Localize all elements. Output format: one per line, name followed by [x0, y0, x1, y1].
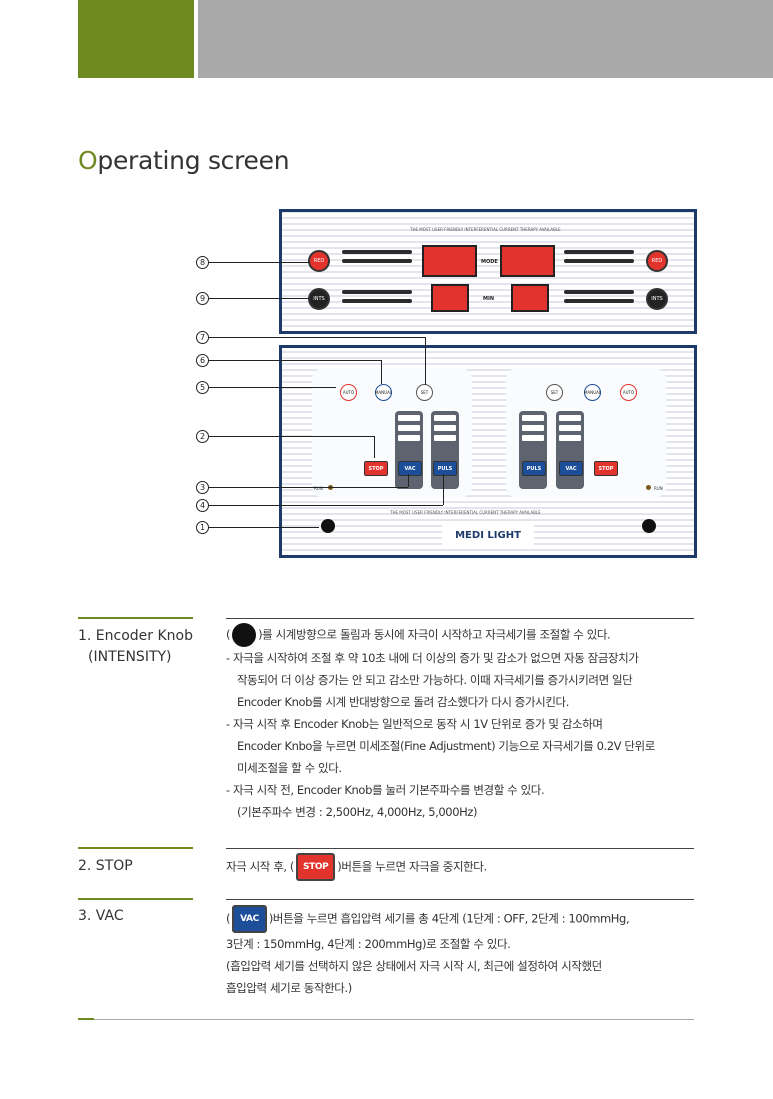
callout-1: 1	[196, 521, 209, 534]
term-stop: 2. STOP	[78, 858, 133, 874]
bottom-tagline: THE MOST USER FRIENDLY INTERFERENTIAL CU…	[390, 510, 541, 515]
vac-button-icon: VAC	[232, 905, 267, 933]
run-label-left: RUN	[314, 486, 323, 491]
puls-button-right: PULS	[522, 461, 546, 476]
brand-label: MEDI LIGHT	[442, 521, 534, 549]
run-led-right	[646, 485, 651, 490]
term-vac: 3. VAC	[78, 908, 124, 924]
footer-gray-rule	[94, 1019, 694, 1020]
leader-3-vertical	[408, 474, 409, 487]
vac-button-right: VAC	[559, 461, 583, 476]
rule-item1-left	[78, 617, 193, 619]
display-right-mode	[500, 245, 555, 277]
leader-2	[209, 436, 374, 437]
mode-label: MODE	[481, 259, 498, 265]
header-gray-bar	[198, 0, 773, 78]
set-button-left: SET	[416, 384, 433, 401]
desc-vac: (VAC)버튼을 누르면 흡입압력 세기를 총 4단계 (1단계 : OFF, …	[226, 905, 701, 999]
indicator-column-right-1	[519, 411, 547, 489]
vac-button-left: VAC	[398, 461, 422, 476]
device-bottom-panel: AUTO MANUAL SET STOP VAC PULS RUN SET MA…	[279, 345, 697, 558]
leader-2-vertical	[374, 436, 375, 458]
callout-9: 9	[196, 292, 209, 305]
callout-8: 8	[196, 256, 209, 269]
bars-top-left	[342, 250, 412, 268]
set-button-right: SET	[546, 384, 563, 401]
leader-6-vertical	[381, 360, 382, 384]
callout-4: 4	[196, 499, 209, 512]
manual-button-right: MANUAL	[584, 384, 601, 401]
callout-3: 3	[196, 481, 209, 494]
leader-6	[209, 360, 381, 361]
callout-6: 6	[196, 354, 209, 367]
min-label: MIN	[483, 296, 495, 302]
display-right-min	[511, 284, 549, 312]
auto-button-right: AUTO	[620, 384, 637, 401]
puls-button-left: PULS	[433, 461, 457, 476]
desc-encoder-knob: ()를 시계방향으로 돌림과 동시에 자극이 시작하고 자극세기를 조절할 수 …	[226, 623, 701, 823]
callout-7: 7	[196, 331, 209, 344]
callout-5: 5	[196, 381, 209, 394]
rule-item2-left	[78, 847, 193, 849]
leader-3	[209, 487, 408, 488]
stop-button-right: STOP	[594, 461, 618, 476]
leader-8	[209, 262, 309, 263]
callout-2: 2	[196, 430, 209, 443]
leader-7-vertical	[425, 337, 426, 385]
bars-bottom-right	[564, 290, 634, 308]
rule-item1-right	[226, 618, 694, 619]
indicator-column-right-2	[556, 411, 584, 489]
stop-button-left: STOP	[364, 461, 388, 476]
footer-green-rule	[78, 1018, 94, 1020]
rule-item3-right	[226, 899, 694, 900]
ints-button-right: INTS	[646, 288, 668, 310]
desc-stop: 자극 시작 후, (STOP)버튼을 누르면 자극을 중지한다.	[226, 853, 701, 881]
leader-4-vertical	[443, 474, 444, 505]
indicator-column-left-2	[431, 411, 459, 489]
rule-item3-left	[78, 898, 193, 900]
red-button-left: RED	[308, 250, 330, 272]
bars-bottom-left	[342, 290, 412, 308]
leader-9	[209, 298, 309, 299]
leader-1	[209, 527, 319, 528]
leader-4	[209, 505, 443, 506]
leader-5	[209, 387, 336, 388]
stop-button-icon: STOP	[296, 853, 336, 881]
header-green-block	[78, 0, 194, 78]
rule-item2-right	[226, 848, 694, 849]
run-label-right: RUN	[654, 486, 663, 491]
encoder-knob-left	[321, 519, 335, 533]
display-left-mode	[422, 245, 477, 277]
manual-button-left: MANUAL	[375, 384, 392, 401]
leader-7	[209, 337, 425, 338]
bars-top-right	[564, 250, 634, 268]
display-left-min	[431, 284, 469, 312]
knob-icon	[232, 623, 257, 647]
ints-button-left: INTS	[308, 288, 330, 310]
indicator-column-left-1	[395, 411, 423, 489]
term-encoder-knob: 1. Encoder Knob (INTENSITY)	[78, 628, 194, 665]
page-title: Operating screen	[78, 146, 290, 175]
auto-button-left: AUTO	[340, 384, 357, 401]
top-tagline: THE MOST USER FRIENDLY INTERFERENTIAL CU…	[410, 227, 561, 232]
device-top-panel: THE MOST USER FRIENDLY INTERFERENTIAL CU…	[279, 209, 697, 334]
encoder-knob-right	[642, 519, 656, 533]
red-button-right: RED	[646, 250, 668, 272]
